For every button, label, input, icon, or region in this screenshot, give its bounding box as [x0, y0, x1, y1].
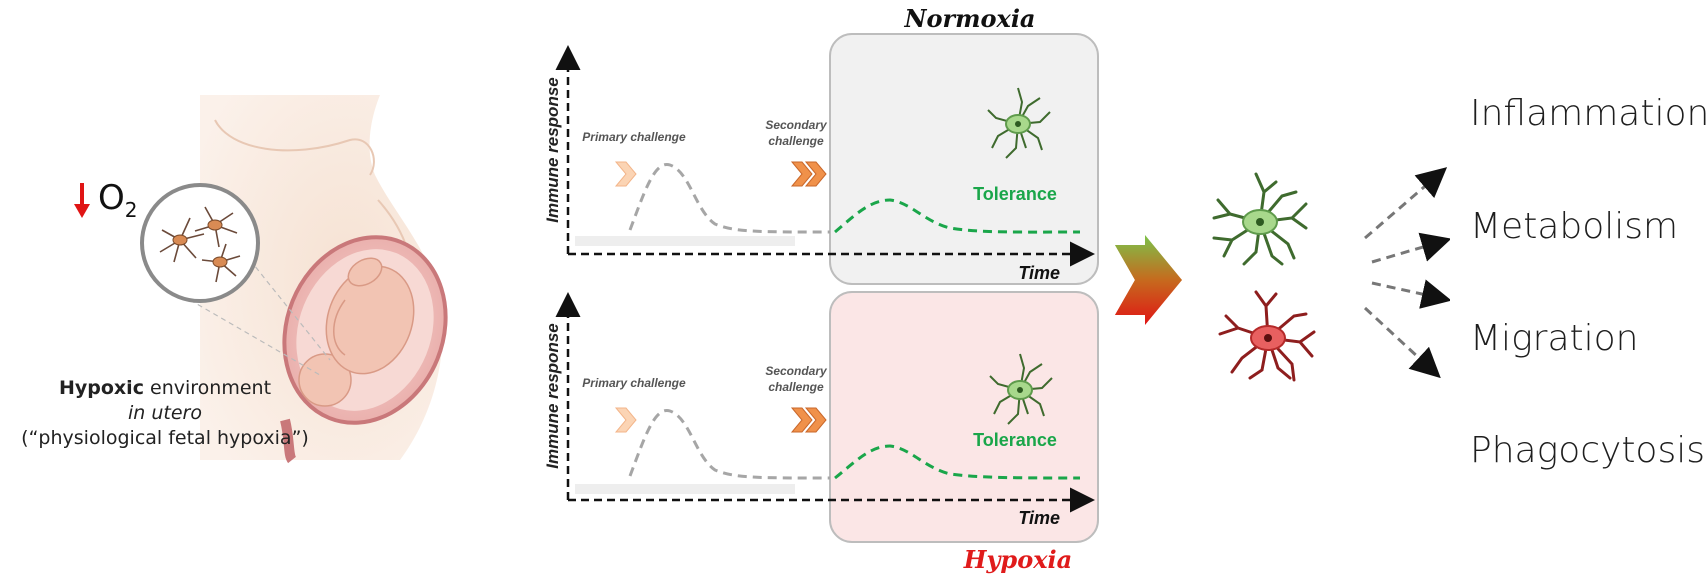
y-axis-label: Immune response — [543, 77, 562, 223]
arrow-to-inflammation — [1364, 167, 1448, 240]
microglia-cluster — [159, 206, 241, 283]
fetus-illustration — [74, 95, 448, 464]
hypoxia-title: Hypoxia — [963, 545, 1072, 574]
response-panels: Normoxia Immune response Time Primary ch… — [543, 4, 1099, 574]
panel-normoxia: Normoxia Immune response Time Primary ch… — [543, 4, 1099, 285]
outcome-graphic — [1115, 167, 1450, 382]
x-axis-label: Time — [1018, 508, 1060, 528]
arrow-to-migration — [1371, 279, 1450, 309]
tolerance-curve — [834, 198, 1081, 234]
microglia-icon — [989, 353, 1053, 425]
hypoxia-box — [829, 291, 1099, 543]
secondary-chevron-icon — [790, 161, 827, 187]
zoom-circle — [140, 183, 260, 303]
secondary-chevron-icon — [790, 407, 827, 433]
outcome-phagocytosis: Phagocytosis — [1470, 430, 1705, 471]
tolerance-curve — [834, 444, 1081, 480]
microglia-icon — [987, 87, 1051, 159]
primary-response-curve — [628, 409, 831, 480]
normoxia-title: Normoxia — [904, 4, 1036, 33]
breast-outline — [214, 119, 375, 176]
primary-chevron-icon — [614, 161, 637, 187]
env-line3: (“physiological fetal hypoxia”) — [21, 427, 309, 449]
tolerance-label: Tolerance — [973, 184, 1057, 204]
microglia-red-icon — [1218, 290, 1316, 382]
panel-hypoxia: Hypoxia Immune response Time Primary cha… — [543, 291, 1099, 574]
env-bold: Hypoxic — [58, 377, 144, 399]
secondary-label-2: challenge — [768, 134, 824, 148]
microglia-green-icon — [1212, 172, 1308, 266]
secondary-label-2: challenge — [768, 380, 824, 394]
arrow-to-phagocytosis — [1363, 306, 1441, 379]
o2-label: O2 — [98, 178, 138, 222]
outcome-migration: Migration — [1470, 318, 1639, 359]
primary-response-curve — [628, 163, 831, 234]
secondary-label-1: Secondary — [765, 118, 828, 132]
primary-challenge-label: Primary challenge — [582, 130, 686, 144]
env-line2: in utero — [128, 402, 202, 424]
normoxia-box — [829, 33, 1099, 285]
x-axis-label: Time — [1018, 263, 1060, 283]
cervix — [280, 418, 297, 464]
y-axis-label: Immune response — [543, 323, 562, 469]
environment-caption: Hypoxic environment in utero (“physiolog… — [0, 376, 330, 451]
arrow-down-icon — [74, 183, 90, 218]
fetus — [298, 257, 415, 407]
outcome-metabolism: Metabolism — [1470, 206, 1679, 247]
outcome-inflammation: Inflammation — [1470, 93, 1706, 134]
primary-chevron-icon — [614, 407, 637, 433]
tolerance-label: Tolerance — [973, 430, 1057, 450]
arrow-to-metabolism — [1371, 232, 1450, 264]
secondary-label-1: Secondary — [765, 364, 828, 378]
primary-challenge-label: Primary challenge — [582, 376, 686, 390]
